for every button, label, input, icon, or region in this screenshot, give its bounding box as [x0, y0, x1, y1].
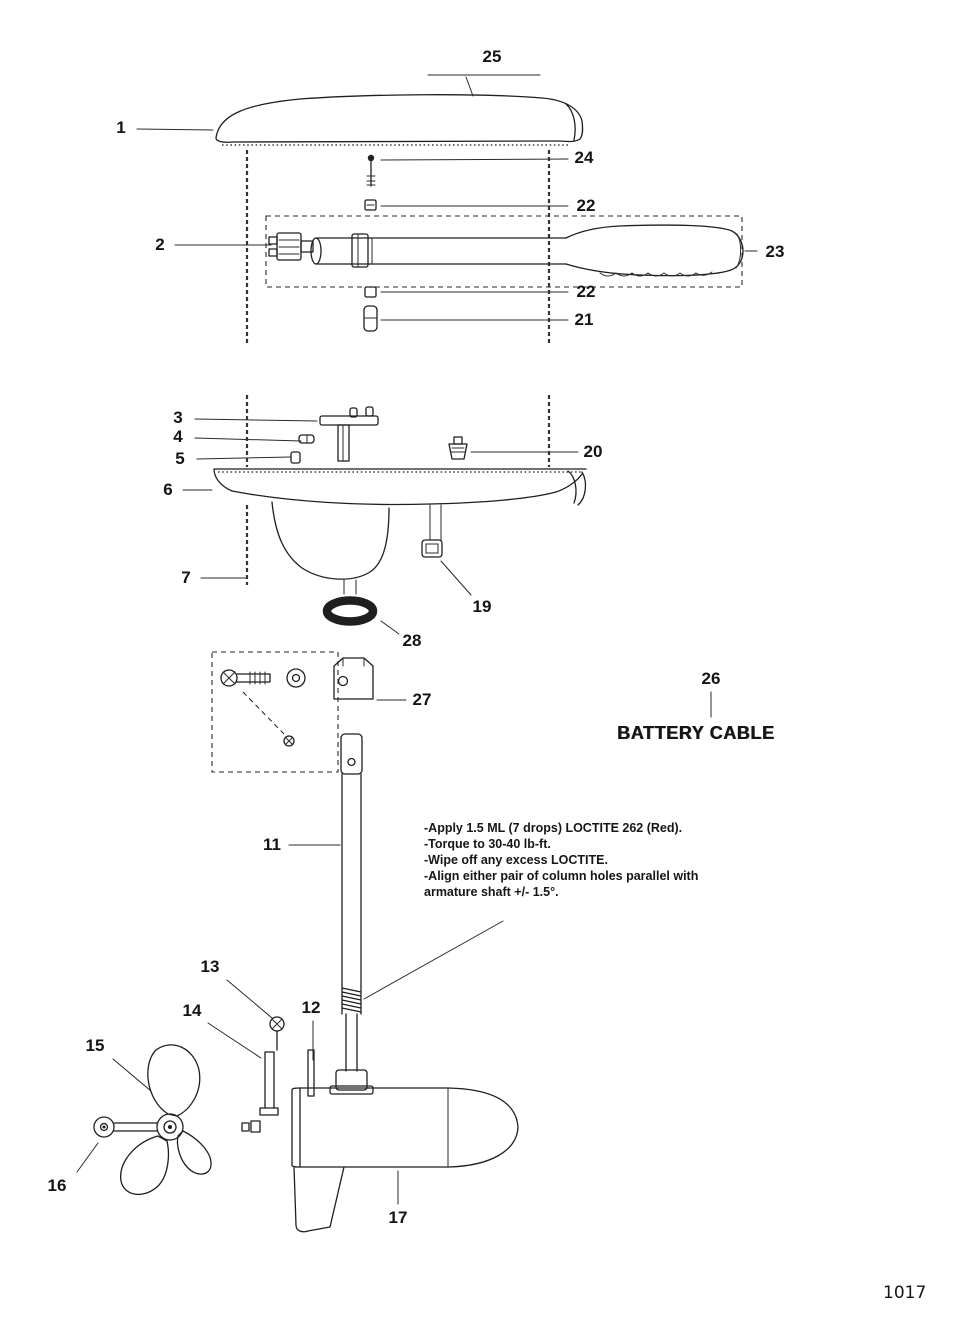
callout-20: 20 [583, 442, 603, 461]
note-line: -Align either pair of column holes paral… [424, 869, 699, 883]
callout-3: 3 [173, 408, 183, 427]
callout-7: 7 [181, 568, 191, 587]
callout-25: 25 [482, 47, 502, 66]
callout-16: 16 [47, 1176, 67, 1195]
leader-lines [76, 74, 758, 1205]
side-rails [245, 150, 551, 585]
callout-22: 22 [576, 282, 596, 301]
callout-4: 4 [173, 427, 183, 446]
motor-lower-unit-17 [241, 1087, 519, 1233]
callout-13: 13 [200, 957, 220, 976]
note-line: -Torque to 30-40 lb-ft. [424, 837, 551, 851]
bracket-14 [259, 1051, 279, 1116]
callout-22: 22 [576, 196, 596, 215]
center-housing-6 [213, 468, 587, 595]
callout-14: 14 [182, 1001, 202, 1020]
note-line: -Wipe off any excess LOCTITE. [424, 853, 608, 867]
connector-2 [268, 232, 314, 261]
callout-5: 5 [175, 449, 185, 468]
tiller-handle-23 [265, 215, 744, 288]
callout-2: 2 [155, 235, 165, 254]
page-number: 1017 [883, 1283, 927, 1303]
callout-11: 11 [263, 835, 281, 854]
nut-22-lower [364, 286, 377, 298]
rod-12 [307, 1049, 315, 1097]
battery-cable-label: BATTERY CABLE [617, 723, 775, 743]
screw-24 [366, 154, 376, 187]
nut-22-upper [364, 199, 377, 211]
callout-17: 17 [388, 1208, 408, 1227]
spacer-21 [363, 305, 378, 332]
callout-26: 26 [701, 669, 721, 688]
callout-19: 19 [472, 597, 492, 616]
note-line: armature shaft +/- 1.5°. [424, 885, 559, 899]
callout-1: 1 [116, 118, 126, 137]
head-cover [215, 94, 584, 146]
assembly-notes: -Apply 1.5 ML (7 drops) LOCTITE 262 (Red… [424, 820, 754, 900]
prop-washer-16 [93, 1116, 115, 1138]
callout-12: 12 [301, 998, 321, 1017]
callout-6: 6 [163, 480, 173, 499]
callout-21: 21 [574, 310, 594, 329]
column-11 [340, 733, 363, 1072]
fitting-19 [421, 539, 443, 558]
fitting-20 [448, 436, 468, 460]
callout-23: 23 [765, 242, 785, 261]
callout-27: 27 [412, 690, 432, 709]
callout-15: 15 [85, 1036, 105, 1055]
screw-13 [269, 1016, 285, 1051]
callout-28: 28 [402, 631, 422, 650]
callout-24: 24 [574, 148, 594, 167]
note-line: -Apply 1.5 ML (7 drops) LOCTITE 262 (Red… [424, 821, 683, 835]
propeller-15 [113, 1044, 212, 1195]
bracket-3-4-5 [290, 406, 379, 464]
o-ring-28 [322, 596, 378, 626]
coupler-27 [211, 651, 374, 773]
mount-collar [329, 1069, 374, 1095]
